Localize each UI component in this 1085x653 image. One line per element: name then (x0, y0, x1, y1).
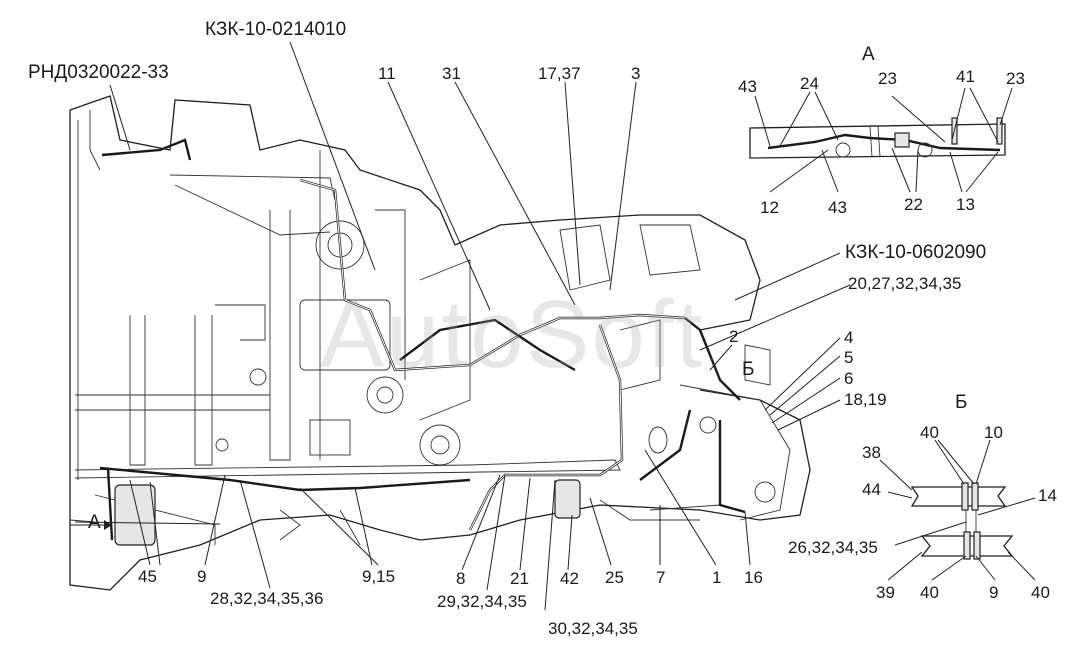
callout-25: 25 (605, 568, 624, 587)
callout-9-a: 9 (197, 567, 207, 586)
view-a-marker: А (88, 512, 101, 533)
view-a-callout-22: 22 (904, 195, 923, 214)
callout-7: 7 (656, 568, 666, 587)
view-a-callout-12: 12 (760, 198, 779, 217)
part-code-kzk-top: КЗК-10-0214010 (205, 19, 347, 40)
view-a-callout-41: 41 (956, 67, 975, 86)
view-a-title: А (862, 44, 875, 65)
view-b-callout-40-bottom: 40 (920, 583, 939, 602)
view-b-callout-9: 9 (989, 583, 999, 602)
view-b-callout-44: 44 (862, 480, 881, 499)
view-a-callout-23-right: 23 (1006, 69, 1025, 88)
view-b-callout-10: 10 (984, 423, 1003, 442)
callout-30: 30,32,34,35 (548, 619, 638, 638)
callout-21: 21 (510, 569, 529, 588)
callout-2: 2 (729, 327, 739, 346)
view-b-callout-38: 38 (862, 443, 881, 462)
frame-outline (69, 95, 811, 591)
callout-8: 8 (456, 569, 466, 588)
view-b-callout-40-right: 40 (1031, 583, 1050, 602)
watermark: AutoSoft (320, 281, 705, 388)
view-a-callout-24: 24 (800, 74, 819, 93)
callout-28: 28,32,34,35,36 (210, 589, 324, 608)
callout-42: 42 (560, 569, 579, 588)
callout-3: 3 (631, 64, 641, 83)
callout-6: 6 (844, 369, 854, 388)
view-a-callout-23-left: 23 (878, 69, 897, 88)
callout-4: 4 (844, 328, 854, 347)
view-b-callout-26: 26,32,34,35 (788, 538, 878, 557)
view-a-callout-43-bottom: 43 (828, 198, 847, 217)
view-a-inset (749, 87, 1013, 193)
section-marker-a (70, 520, 112, 530)
view-b-callout-14: 14 (1038, 486, 1057, 505)
callout-11: 11 (378, 64, 396, 83)
leader-lines (74, 41, 851, 611)
callout-16: 16 (744, 568, 763, 587)
view-b-inset (879, 439, 1036, 581)
callout-17-37: 17,37 (538, 64, 581, 83)
callout-5: 5 (844, 348, 854, 367)
view-a-callout-13: 13 (956, 195, 975, 214)
callout-20-27: 20,27,32,34,35 (848, 274, 962, 293)
view-b-callout-39: 39 (876, 583, 895, 602)
view-a-callout-43-top: 43 (738, 77, 757, 96)
callout-9-15: 9,15 (362, 567, 396, 586)
callout-1: 1 (712, 568, 722, 587)
hose-routing (99, 138, 746, 541)
view-b-callout-40-top: 40 (920, 423, 939, 442)
part-code-rnd: РНД0320022-33 (28, 62, 169, 83)
callout-31: 31 (442, 64, 461, 83)
callout-18-19: 18,19 (844, 390, 887, 409)
part-code-kzk-right: КЗК-10-0602090 (845, 242, 987, 263)
callout-45: 45 (138, 567, 157, 586)
view-b-title: Б (955, 392, 968, 413)
callout-29: 29,32,34,35 (437, 592, 527, 611)
view-b-marker: Б (742, 359, 755, 380)
